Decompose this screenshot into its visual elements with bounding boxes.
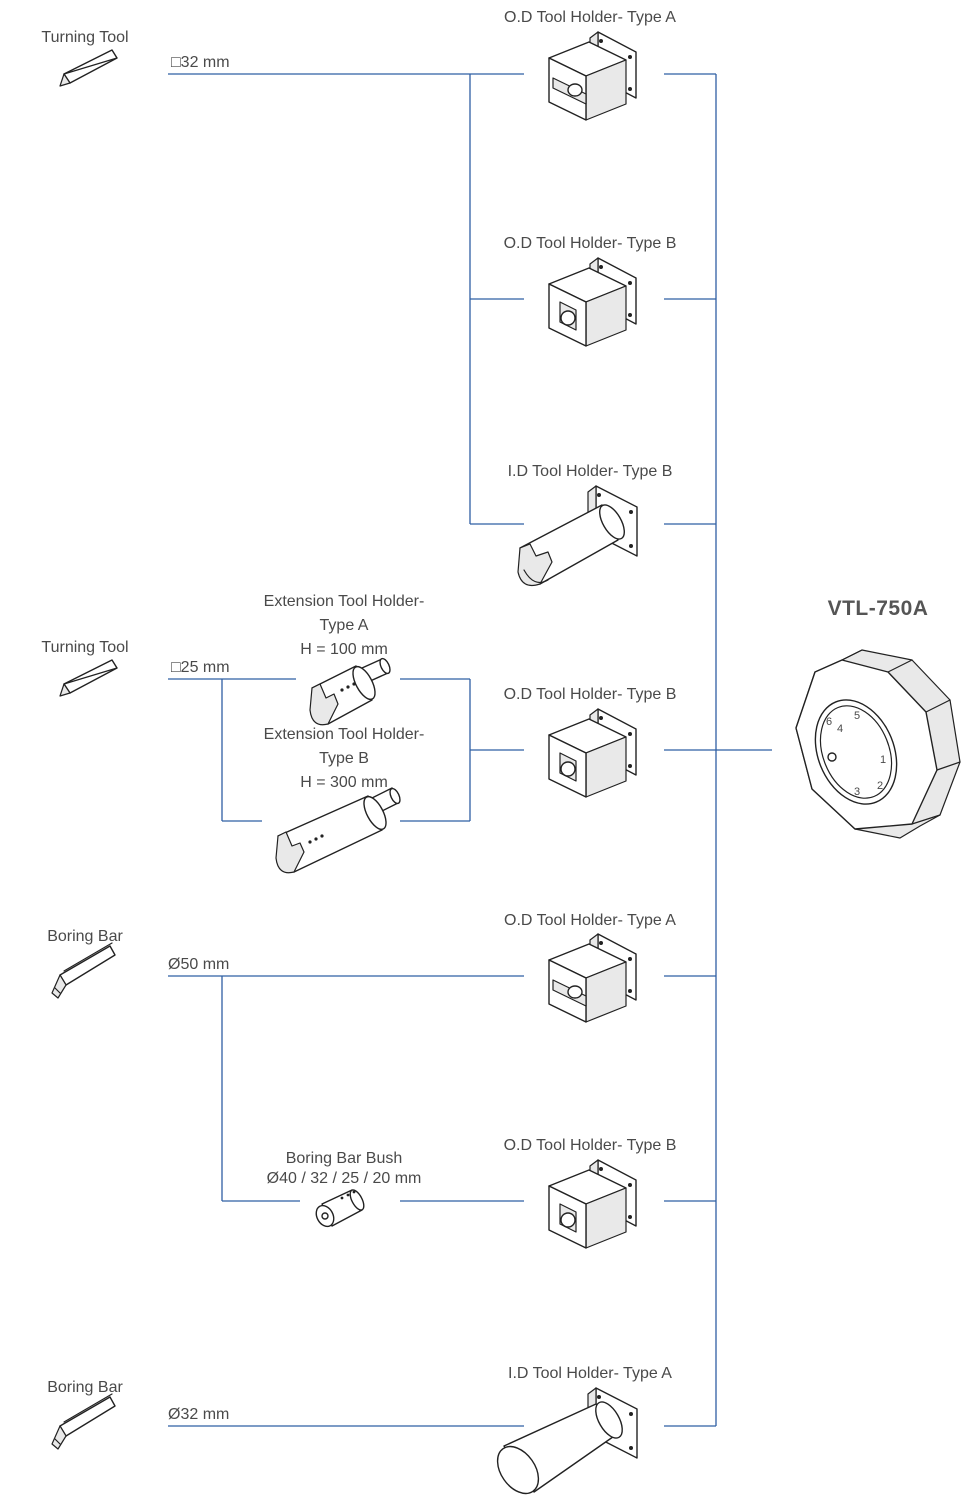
od-holder-b-icon bbox=[548, 1159, 637, 1249]
holder-label-od-b-3: O.D Tool Holder- Type B bbox=[504, 1137, 677, 1154]
turning-tool-icon bbox=[59, 49, 118, 87]
holder-label-od-b-2: O.D Tool Holder- Type B bbox=[504, 686, 677, 703]
od-holder-a-icon bbox=[548, 933, 637, 1023]
holder-label-od-a-1: O.D Tool Holder- Type A bbox=[504, 9, 676, 26]
extension-a-line2: Type A bbox=[320, 617, 369, 634]
turret-number-4: 4 bbox=[837, 723, 843, 735]
extension-holder-b-icon bbox=[275, 787, 401, 874]
size-label-sq25: □25 mm bbox=[171, 659, 230, 676]
size-label-d50: Ø50 mm bbox=[168, 956, 229, 973]
extension-a-line1: Extension Tool Holder- bbox=[264, 593, 425, 610]
turning-tool-label-2: Turning Tool bbox=[41, 639, 128, 656]
turret-number-2: 2 bbox=[877, 780, 883, 792]
turret-number-6: 6 bbox=[826, 716, 832, 728]
turret-icon: 1 2 3 4 5 6 bbox=[795, 649, 961, 839]
extension-a-line3: H = 100 mm bbox=[300, 641, 388, 658]
holder-label-od-a-2: O.D Tool Holder- Type A bbox=[504, 912, 676, 929]
turret-number-5: 5 bbox=[854, 710, 860, 722]
bush-line2: Ø40 / 32 / 25 / 20 mm bbox=[267, 1170, 422, 1187]
id-holder-a-icon bbox=[488, 1387, 638, 1499]
machine-title: VTL-750A bbox=[828, 597, 929, 620]
turret-number-3: 3 bbox=[854, 786, 860, 798]
turret-number-1: 1 bbox=[880, 754, 886, 766]
turning-tool-icon bbox=[59, 659, 118, 697]
boring-bar-label-2: Boring Bar bbox=[47, 1379, 123, 1396]
size-label-d32: Ø32 mm bbox=[168, 1406, 229, 1423]
connector-lines bbox=[168, 73, 772, 1427]
extension-b-line3: H = 300 mm bbox=[300, 774, 388, 791]
extension-holder-a-icon bbox=[309, 657, 391, 726]
boring-bar-bush-icon bbox=[315, 1189, 365, 1228]
extension-b-line2: Type B bbox=[319, 750, 369, 767]
od-holder-a-icon bbox=[548, 31, 637, 121]
holder-label-id-a: I.D Tool Holder- Type A bbox=[508, 1365, 672, 1382]
boring-bar-icon bbox=[51, 1393, 116, 1450]
holder-label-od-b-1: O.D Tool Holder- Type B bbox=[504, 235, 677, 252]
bush-line1: Boring Bar Bush bbox=[286, 1150, 403, 1167]
od-holder-b-icon bbox=[548, 708, 637, 798]
id-holder-b-icon bbox=[517, 485, 638, 587]
boring-bar-label-1: Boring Bar bbox=[47, 928, 123, 945]
od-holder-b-icon bbox=[548, 257, 637, 347]
extension-b-line1: Extension Tool Holder- bbox=[264, 726, 425, 743]
turning-tool-label-1: Turning Tool bbox=[41, 29, 128, 46]
boring-bar-icon bbox=[51, 942, 116, 999]
holder-label-id-b: I.D Tool Holder- Type B bbox=[508, 463, 673, 480]
size-label-sq32: □32 mm bbox=[171, 54, 230, 71]
